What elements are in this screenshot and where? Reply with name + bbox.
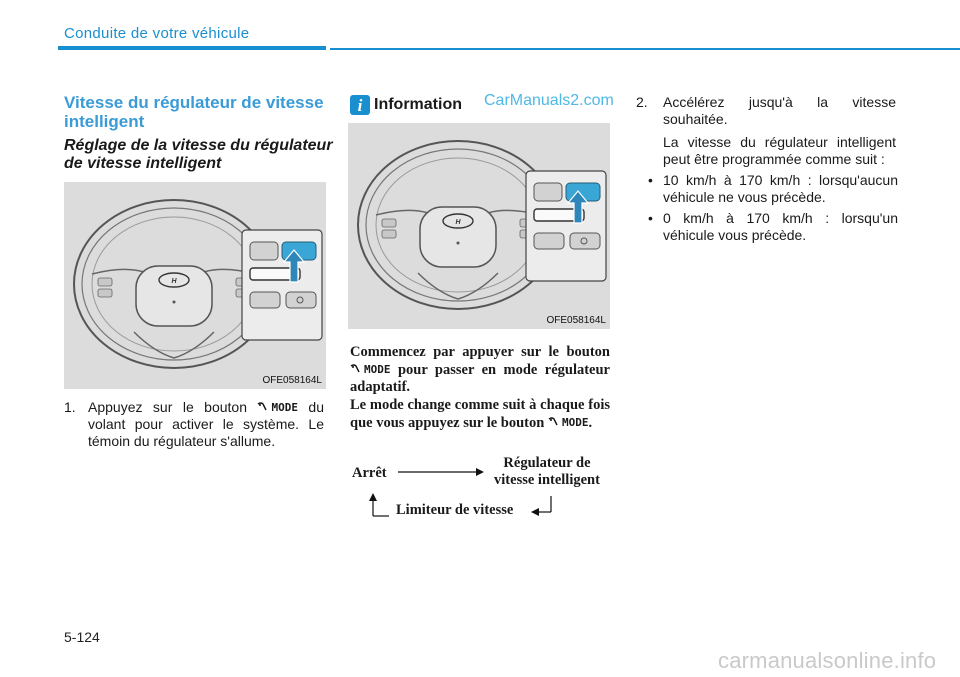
mode-button-icon-3: MODE xyxy=(548,414,589,431)
info-para1-b: pour passer en mode régulateur adaptatif… xyxy=(350,362,610,395)
step-1-number: 1. xyxy=(64,399,76,415)
steering-wheel-figure-left: H OFE058164L xyxy=(64,182,326,389)
steering-wheel-illustration-2: H xyxy=(357,140,607,310)
flow-cruise-label: Régulateur de vitesse intelligent xyxy=(482,455,612,489)
header-rule-thick xyxy=(58,46,326,50)
speed-bullets: • 10 km/h à 170 km/h : lorsqu'aucun véhi… xyxy=(648,172,898,244)
footer-watermark: carmanualsonline.info xyxy=(718,648,937,673)
step-1-text-after: du volant pour activer le système. Le té… xyxy=(88,399,324,449)
svg-text:H: H xyxy=(455,219,461,226)
info-para1-a: Commencez par appuyer sur le bouton xyxy=(350,344,610,360)
flow-cruise-line1: Régulateur de xyxy=(503,455,591,471)
mode-button-icon-2: MODE xyxy=(350,361,391,378)
step-1-text-before: Appuyez sur le bouton xyxy=(88,399,248,415)
bullet-dot: • xyxy=(648,210,653,226)
bullet-text: 0 km/h à 170 km/h : lorsqu'un véhicule v… xyxy=(663,210,898,243)
watermark-top: CarManuals2.com xyxy=(484,92,614,109)
info-para2-b: . xyxy=(588,415,593,431)
steering-wheel-illustration: H xyxy=(73,199,323,369)
flow-return-arrows xyxy=(369,493,552,517)
bullet-dot: • xyxy=(648,172,653,188)
flow-stop-label: Arrêt xyxy=(352,465,387,481)
step-2-text: Accélérez jusqu'à la vitesse souhaitée. xyxy=(663,94,896,127)
chapter-header: Conduite de votre véhicule xyxy=(64,25,250,42)
info-para2-a: Le mode change comme suit à chaque fois … xyxy=(350,397,610,431)
subsection-title: Réglage de la vitesse du régulateur de v… xyxy=(64,137,333,172)
bullet-item: • 10 km/h à 170 km/h : lorsqu'aucun véhi… xyxy=(648,172,898,206)
mode-label-3: MODE xyxy=(561,416,589,429)
mode-label-2: MODE xyxy=(364,363,391,376)
information-heading: Information xyxy=(374,96,462,113)
step-2-number: 2. xyxy=(636,94,648,110)
svg-text:H: H xyxy=(171,278,177,285)
page-number: 5-124 xyxy=(64,629,100,645)
steering-wheel-figure-middle: H OFE058164L xyxy=(348,123,610,329)
mode-label: MODE xyxy=(271,401,298,414)
flow-cruise-line2: vitesse intelligent xyxy=(494,472,600,488)
mode-button-icon: MODE xyxy=(257,399,298,416)
figure-code: OFE058164L xyxy=(262,375,323,386)
step-1-text: Appuyez sur le bouton MODE du volant pou… xyxy=(88,399,324,450)
info-paragraph-1: Commencez par appuyer sur le bouton MODE… xyxy=(350,344,610,396)
flow-limiter-label: Limiteur de vitesse xyxy=(396,502,514,518)
info-paragraph-2: Le mode change comme suit à chaque fois … xyxy=(350,397,610,432)
information-icon: i xyxy=(350,95,370,115)
bullet-item: • 0 km/h à 170 km/h : lorsqu'un véhicule… xyxy=(648,210,898,244)
figure-code-2: OFE058164L xyxy=(546,315,607,326)
step-2-paragraph: La vitesse du régulateur intelligent peu… xyxy=(663,134,896,167)
bullet-text: 10 km/h à 170 km/h : lorsqu'aucun véhicu… xyxy=(663,172,898,205)
flow-arrow-right xyxy=(398,468,484,476)
section-title: Vitesse du régulateur de vitesse intelli… xyxy=(64,93,324,131)
header-rule-thin xyxy=(330,48,960,50)
